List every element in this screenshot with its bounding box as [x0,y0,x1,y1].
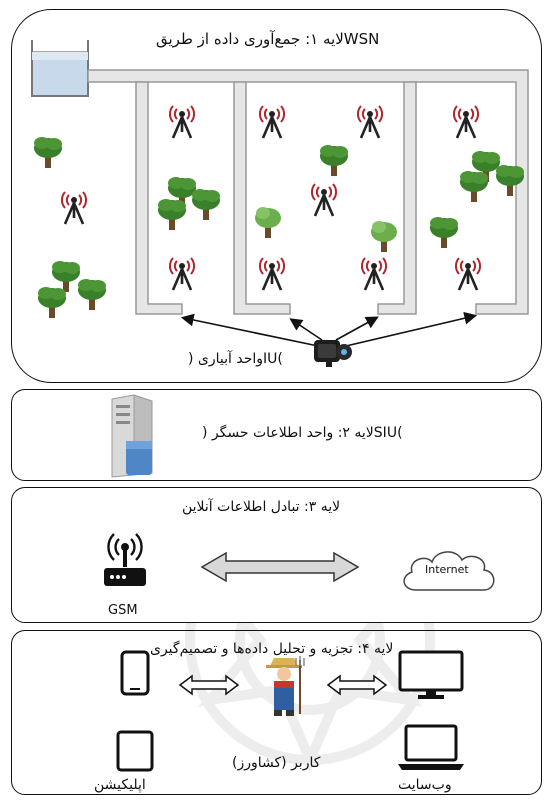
internet-cloud-icon [403,551,495,591]
gsm-label: GSM [108,603,138,618]
layer4-panel [11,630,542,795]
desktop-monitor-icon [398,650,464,699]
tablet-icon [116,730,154,772]
app-label: اپلیکیشن [94,777,146,793]
smartphone-icon [120,650,150,696]
farmer-icon [266,656,305,716]
user-label: کاربر (کشاورز) [232,755,321,771]
internet-label: Internet [425,563,469,576]
pump-arrows [180,311,478,347]
website-label: وب‌سایت [398,777,452,793]
right-double-arrow [326,674,388,696]
pump-icon [314,340,352,367]
left-double-arrow [178,674,240,696]
irrigation-pipes [87,69,529,315]
gsm-router-icon [104,533,146,586]
server-icon [111,394,153,478]
layer1-title: WSNلایه ۱: جمع‌آوری داده از طریق [156,30,380,48]
layer3-title: لایه ۳: تبادل اطلاعات آنلاین [182,499,341,515]
water-tank [31,40,89,97]
laptop-icon [398,724,464,770]
pump-label: )IUواحد آبیاری ( [188,351,283,367]
double-arrow [200,551,360,583]
layer4-title: لایه ۴: تجزیه و تحلیل داده‌ها و تصمیم‌گی… [150,641,394,657]
layer2-panel [11,389,542,481]
layer2-title: )SIUلایه ۲: واحد اطلاعات حسگر ( [202,425,403,441]
